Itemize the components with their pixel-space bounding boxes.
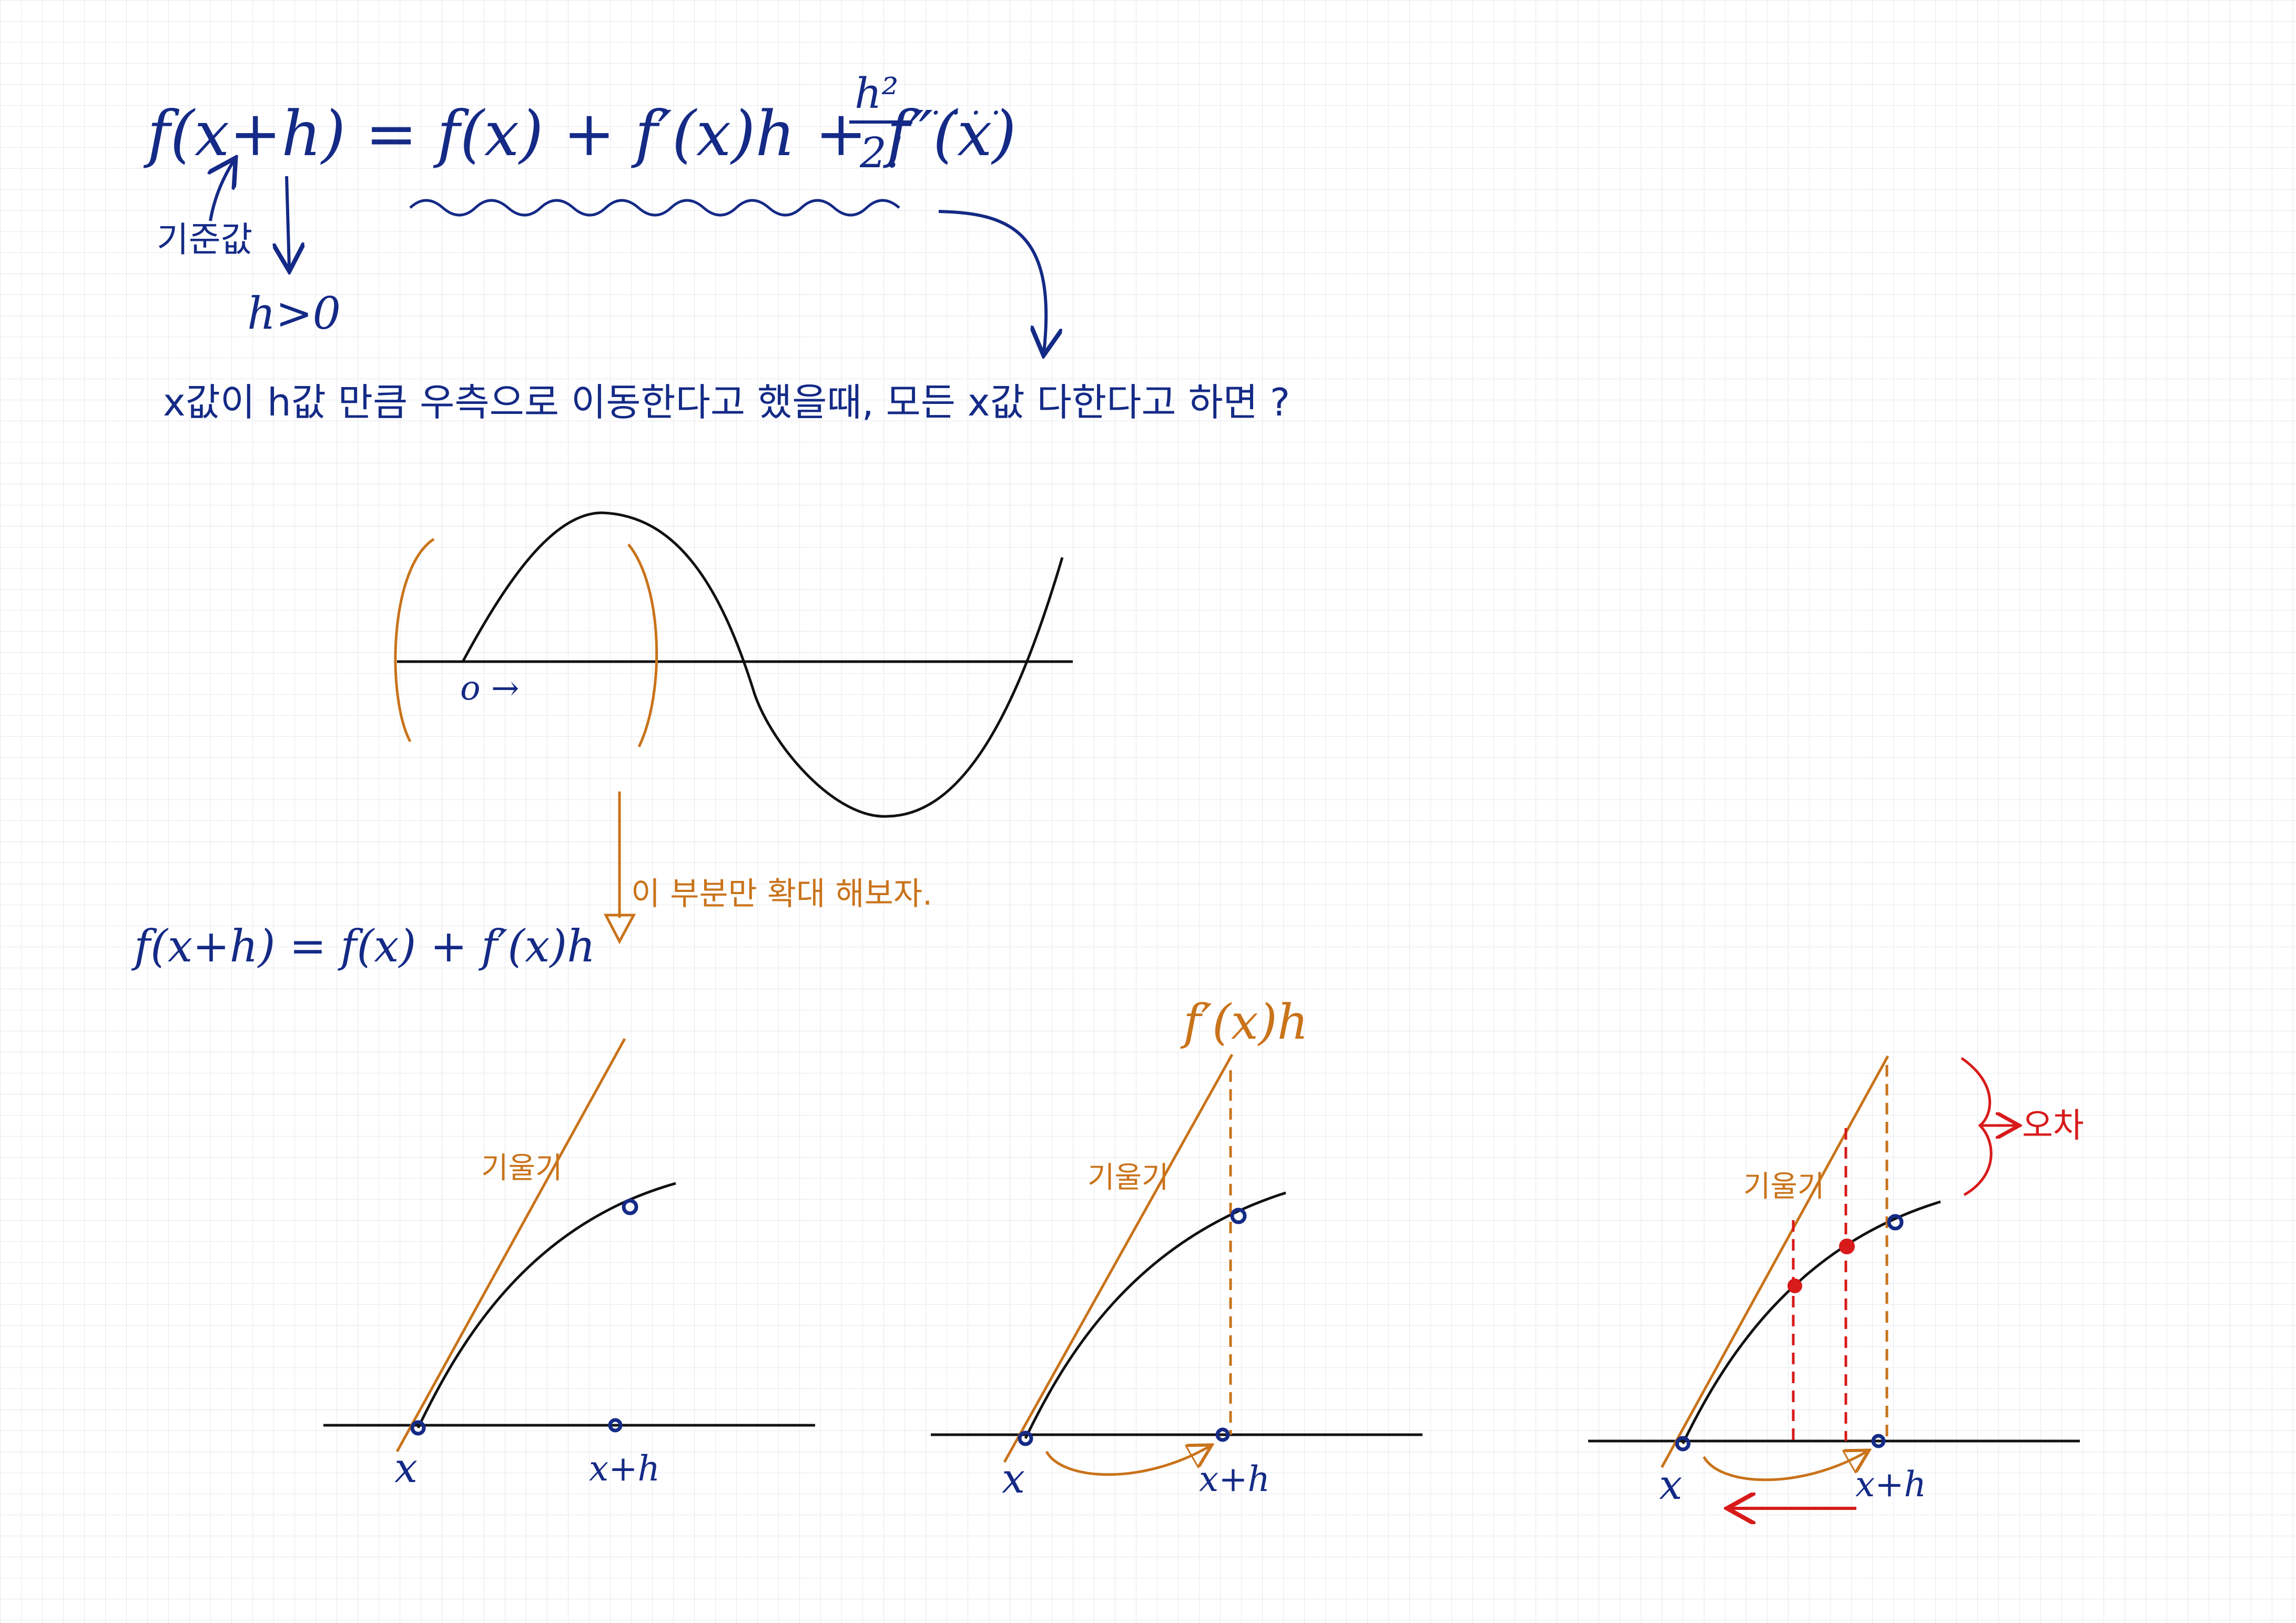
panel-3: 오차 기울기 x x+h	[1588, 1055, 2084, 1509]
taylor-formula: f(x+h) = f(x) + f′(x)h + f″(x)	[143, 97, 1017, 170]
panel2-tangent	[1003, 1053, 1234, 1463]
panel2-point-curve	[1230, 1208, 1247, 1224]
fraction-denominator: 2!	[859, 128, 903, 177]
sine-graph: o →	[394, 511, 1073, 818]
zoom-arrow-head	[603, 914, 636, 945]
panel2-x-label: x	[1002, 1455, 1025, 1503]
panel1-point-x	[410, 1420, 426, 1436]
h-condition: h>0	[247, 288, 341, 339]
panel2-xh-label: x+h	[1199, 1459, 1270, 1499]
panel3-point-red-1	[1787, 1279, 1802, 1293]
zoom-callout: 이 부분만 확대 해보자.	[603, 792, 932, 945]
panel3-shift-arrow	[1702, 1452, 1867, 1482]
base-value-label: 기준값	[157, 219, 252, 260]
panel2-point-xh	[1215, 1427, 1230, 1442]
question-text: x값이 h값 만큼 우측으로 이동한다고 했을때, 모든 x값 다한다고 하면 …	[163, 380, 1290, 424]
panel1-curve	[416, 1182, 676, 1429]
panel3-point-red-2	[1839, 1239, 1855, 1254]
panel2-slope-label: 기울기	[1088, 1161, 1169, 1195]
curved-arrow-to-question	[938, 210, 1046, 352]
taylor-series: f(x+h) = f(x) + f′(x)h + f″(x) h² 2! · ·…	[143, 69, 1290, 424]
panel-2: f′(x)h 기울기 x x+h	[931, 994, 1423, 1503]
fraction-numerator: h²	[855, 69, 899, 118]
base-value-arrow	[210, 160, 234, 221]
panel1-point-curve	[622, 1199, 638, 1215]
sine-curve	[461, 511, 1064, 818]
panel3-point-xh	[1871, 1434, 1886, 1448]
panel3-tangent	[1660, 1055, 1889, 1468]
panel1-point-xh	[608, 1418, 623, 1433]
zoom-note: 이 부분만 확대 해보자.	[631, 876, 932, 912]
panel3-curve	[1681, 1200, 1941, 1445]
panel3-error-label: 오차	[2022, 1107, 2084, 1145]
panel1-xh-label: x+h	[589, 1448, 660, 1489]
panel1-slope-label: 기울기	[481, 1151, 563, 1185]
panel1-x-label: x	[394, 1445, 418, 1492]
panel2-shift-arrow	[1045, 1446, 1210, 1476]
panel2-curve	[1024, 1191, 1286, 1439]
origin-label: o →	[460, 669, 520, 708]
panel3-slope-label: 기울기	[1743, 1170, 1825, 1204]
right-bracket	[627, 543, 658, 748]
panel3-point-curve	[1887, 1214, 1904, 1231]
panel2-point-x	[1018, 1431, 1033, 1446]
approx-formula: f(x+h) = f(x) + f′(x)h	[131, 920, 595, 972]
left-bracket	[394, 537, 435, 743]
wavy-underline	[409, 199, 900, 217]
panel3-x-label: x	[1659, 1462, 1682, 1509]
panel3-point-x	[1675, 1436, 1691, 1452]
panel2-height-label: f′(x)h	[1180, 994, 1308, 1050]
ellipsis: · · · ·	[931, 95, 1001, 131]
h-down-arrow	[287, 176, 289, 268]
panel-1: 기울기 x x+h	[323, 1038, 815, 1492]
panel3-xh-label: x+h	[1855, 1464, 1926, 1505]
panel1-tangent	[395, 1038, 626, 1453]
